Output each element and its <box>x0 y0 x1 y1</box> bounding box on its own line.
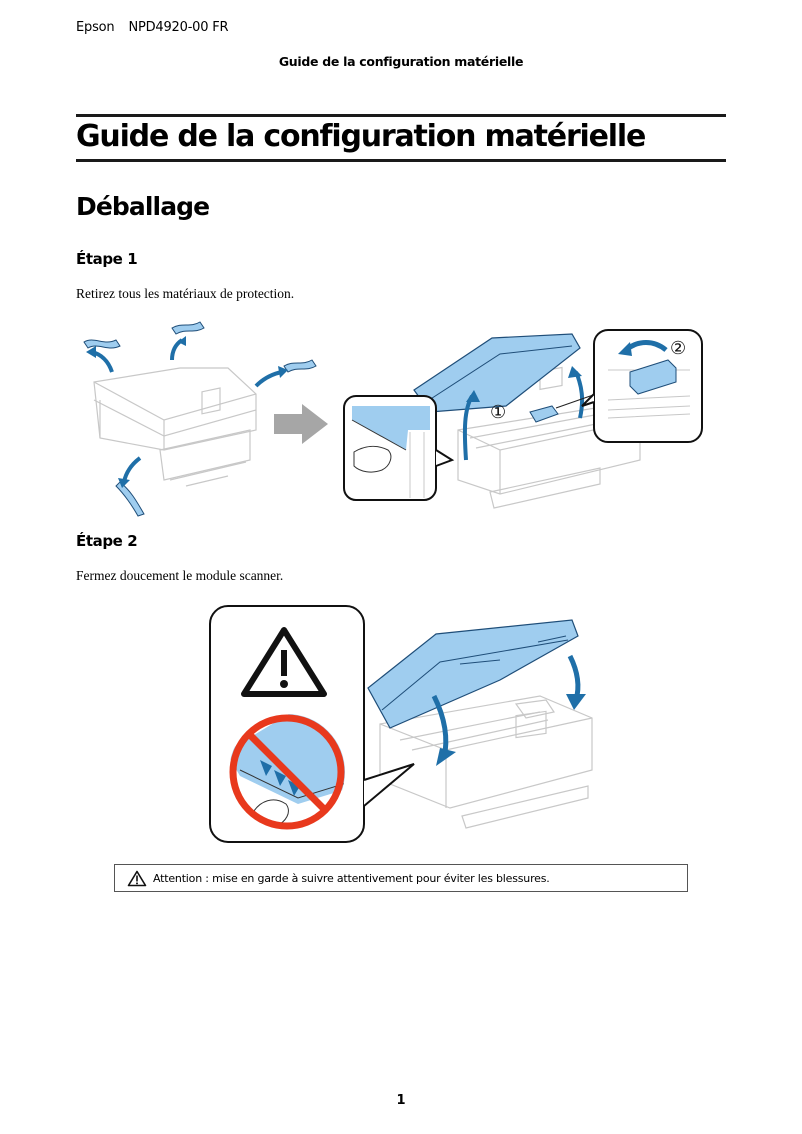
scanner-lid <box>413 333 581 413</box>
prohibition-sign-icon <box>229 714 345 830</box>
closed-printer-drawing <box>93 367 257 487</box>
callout-number-2: ② <box>670 338 686 359</box>
protective-tapes <box>83 321 317 517</box>
title-rule-top <box>76 114 726 117</box>
document-title: Guide de la configuration matérielle <box>76 119 646 154</box>
step-1-text: Retirez tous les matériaux de protection… <box>76 286 295 301</box>
page-number: 1 <box>396 1093 406 1108</box>
warning-inset <box>209 605 415 843</box>
callout-number-1: ① <box>490 402 506 423</box>
transition-arrow <box>274 404 328 444</box>
step-1-illustration: ① ② <box>60 310 720 520</box>
section-title: Déballage <box>76 192 210 221</box>
warning-triangle-icon <box>127 870 147 886</box>
running-title: Guide de la configuration matérielle <box>278 54 524 69</box>
carriage-stopper <box>529 405 559 423</box>
brand-label: Epson <box>76 20 115 35</box>
inset-stopper-removal: ② <box>581 329 703 443</box>
caution-note: Attention : mise en garde à suivre atten… <box>114 864 688 892</box>
step-1-title: Étape 1 <box>76 250 138 268</box>
inset-hand-lifting <box>343 395 455 501</box>
warning-triangle-icon <box>241 627 327 697</box>
caution-text: Attention : mise en garde à suivre atten… <box>153 871 550 885</box>
doc-code: NPD4920-00 FR <box>128 20 229 35</box>
step-2-text: Fermez doucement le module scanner. <box>76 568 284 583</box>
step-2-title: Étape 2 <box>76 532 138 550</box>
title-rule-bottom <box>76 159 726 162</box>
step-2-illustration <box>200 600 610 850</box>
page-header: Epson NPD4920-00 FR <box>76 20 229 35</box>
